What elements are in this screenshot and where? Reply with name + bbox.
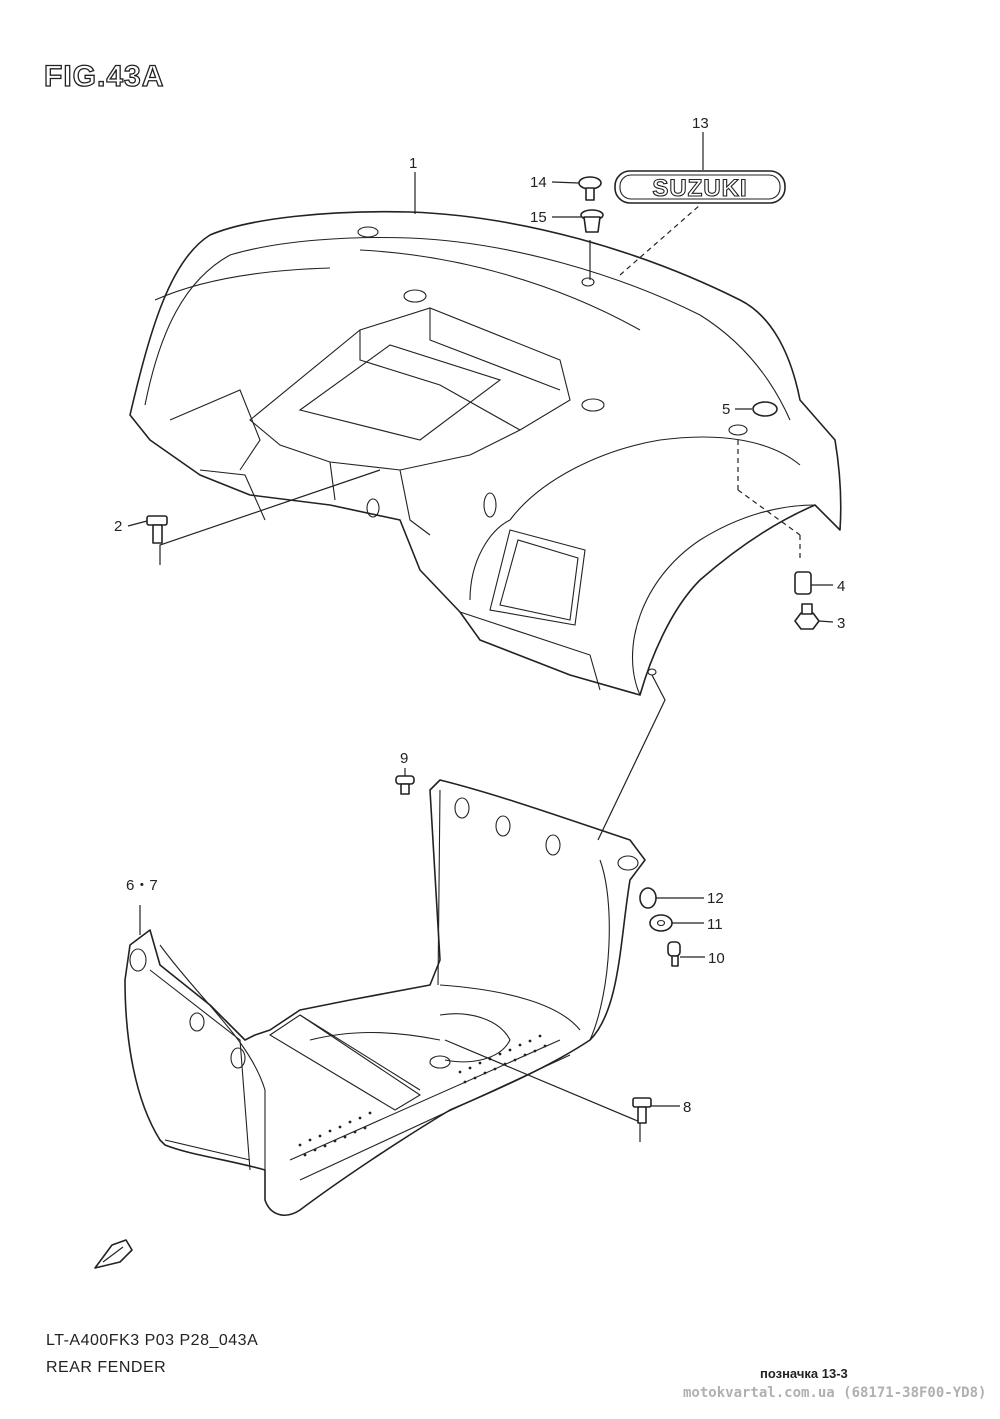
grommet-part-5[interactable] [752,401,778,417]
suzuki-emblem-part[interactable]: SUZUKI [614,170,786,204]
callout-5: 5 [722,401,730,418]
collar-part-4[interactable] [794,571,812,595]
callout-15: 15 [530,209,547,226]
callout-1: 1 [409,155,417,172]
bolt-part-3[interactable] [794,603,820,630]
model-code: LT-A400FK3 P03 P28_043A [46,1332,259,1349]
callout-9: 9 [400,750,408,767]
callout-4: 4 [837,578,845,595]
bolt-part-8[interactable] [632,1097,652,1124]
callout-14: 14 [530,174,547,191]
bolt-part-2[interactable] [146,515,168,544]
part-name: REAR FENDER [46,1359,167,1376]
callout-11: 11 [707,916,723,933]
clip-part-9[interactable] [395,775,415,795]
watermark: motokvartal.com.ua (68171-38F00-YD8) [683,1385,987,1401]
designation-label: позначка 13-3 [760,1366,848,1381]
callout-3: 3 [837,615,845,632]
figure-title: FIG.43A [43,59,165,93]
nut-part-15[interactable] [580,209,604,233]
callout-13: 13 [692,115,709,132]
washer-part-11[interactable] [649,914,673,932]
callout-leaders [127,181,834,1107]
rear-footwell-mudguard-part[interactable] [124,779,646,1216]
rear-fender-part[interactable] [129,210,842,696]
front-direction-arrow-icon [94,1239,133,1269]
callout-8: 8 [683,1099,691,1116]
nut-part-12[interactable] [639,887,657,909]
screw-part-10[interactable] [667,941,681,967]
callout-2: 2 [114,518,122,535]
callout-12: 12 [707,890,724,907]
screw-part-14[interactable] [578,176,602,201]
callout-6-7: 6・7 [126,877,158,894]
emblem-logo-text: SUZUKI [652,175,747,202]
callout-10: 10 [708,950,725,967]
